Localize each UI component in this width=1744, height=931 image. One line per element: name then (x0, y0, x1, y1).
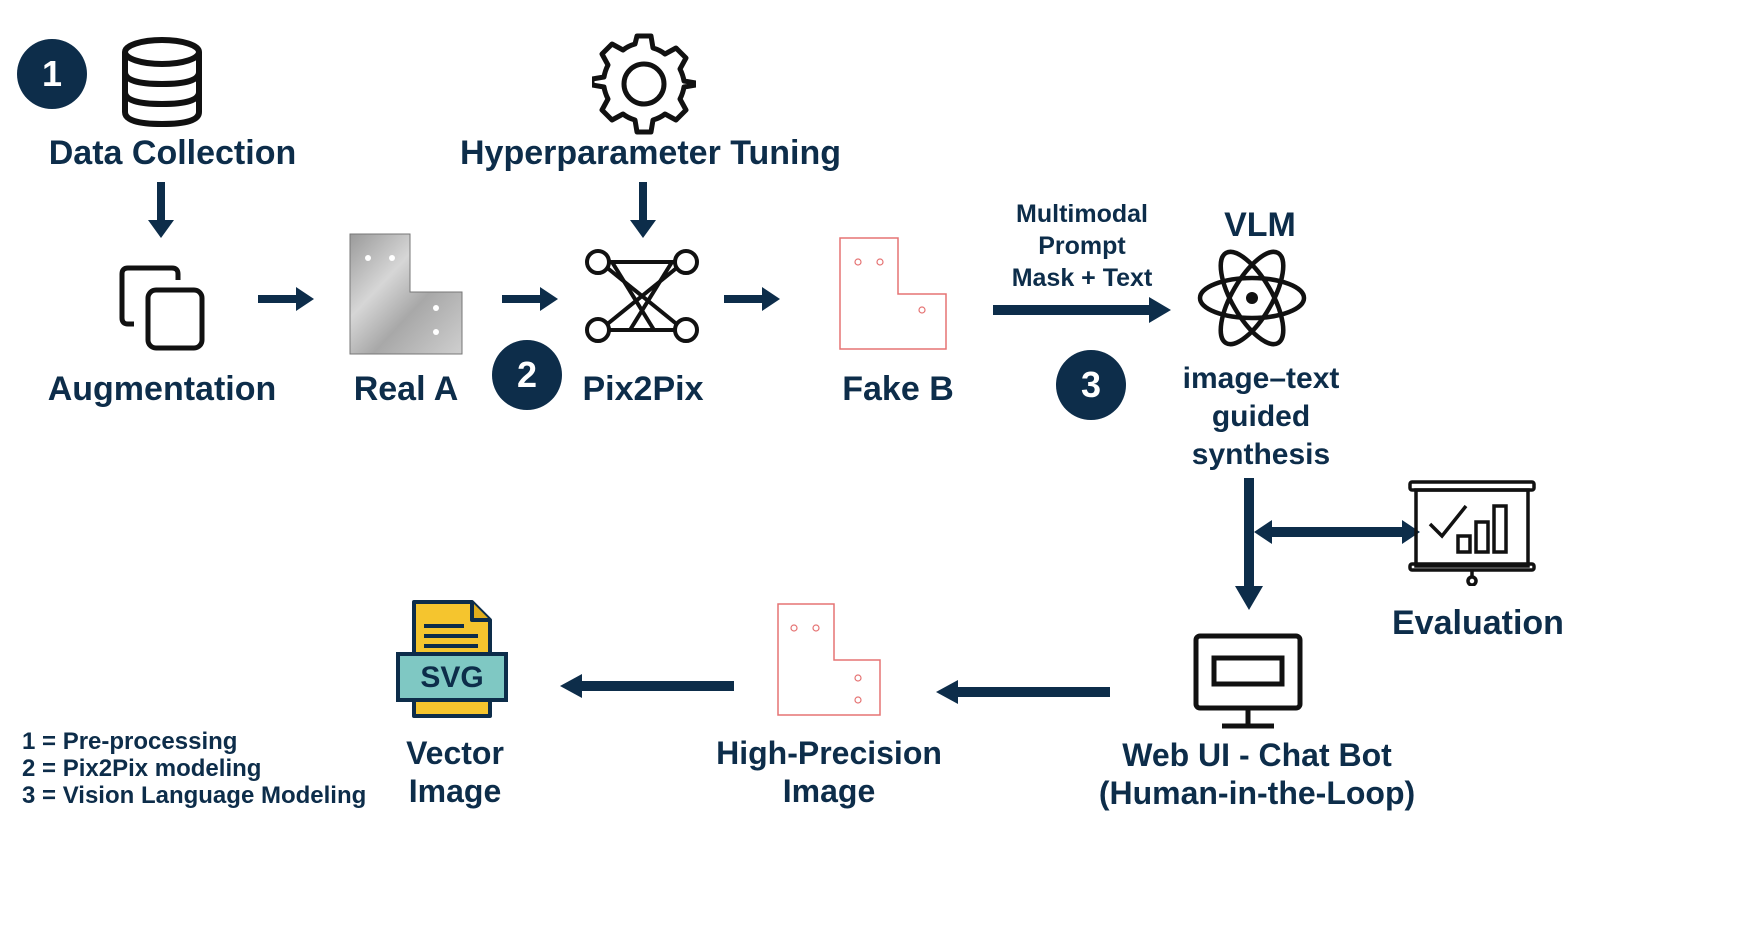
real-a-image (349, 233, 463, 355)
fake-b-label: Fake B (842, 370, 954, 408)
multimodal-prompt-label: Multimodal Prompt Mask + Text (984, 198, 1180, 294)
arrow-tuning-to-pix2pix (630, 182, 656, 238)
arrow-webui-to-high-precision (936, 680, 1110, 704)
arrow-real-a-to-pix2pix (502, 287, 558, 311)
svg-file-body-icon (396, 600, 508, 718)
prompt-line-1: Multimodal (1016, 200, 1148, 228)
high-precision-image (777, 603, 881, 716)
presentation-chart-icon (1408, 480, 1536, 586)
svg-file-text: SVG (420, 661, 484, 694)
vector-image-label: Vector Image (380, 734, 530, 810)
fake-b-image (839, 237, 947, 350)
webui-label: Web UI - Chat Bot (Human-in-the-Loop) (1092, 736, 1422, 812)
evaluation-label: Evaluation (1392, 604, 1564, 642)
step-badge-2: 2 (492, 340, 562, 410)
vector-line-2: Image (408, 773, 502, 809)
synthesis-label: image–text guided synthesis (1166, 360, 1356, 474)
step-badge-3: 3 (1056, 350, 1126, 420)
arrow-collection-to-augmentation (148, 182, 174, 238)
arrow-vlm-to-webui (1235, 478, 1263, 610)
legend-item-1: 1 = Pre-processing (22, 728, 238, 755)
step-badge-1: 1 (17, 39, 87, 109)
prompt-line-3: Mask + Text (1011, 264, 1153, 292)
pix2pix-label: Pix2Pix (582, 370, 704, 408)
atom-icon (1197, 249, 1307, 347)
neural-network-icon (585, 249, 699, 343)
arrow-fake-b-to-vlm (993, 297, 1171, 323)
synthesis-line-2: guided (1211, 400, 1311, 433)
synthesis-line-1: image–text (1182, 362, 1340, 395)
data-collection-label: Data Collection (48, 134, 297, 172)
monitor-icon (1193, 633, 1303, 729)
arrow-augmentation-to-real-a (258, 287, 314, 311)
augmentation-label: Augmentation (47, 370, 277, 408)
vector-line-1: Vector (406, 735, 504, 771)
svg-file-icon: SVG (392, 596, 510, 720)
copy-icon (119, 265, 205, 351)
high-precision-label: High-Precision Image (712, 734, 946, 810)
gear-icon (592, 33, 696, 135)
webui-line-2: (Human-in-the-Loop) (1098, 775, 1416, 811)
high-precision-line-2: Image (782, 773, 876, 809)
prompt-line-2: Prompt (1038, 232, 1126, 260)
legend-item-3: 3 = Vision Language Modeling (22, 782, 367, 809)
high-precision-line-1: High-Precision (716, 735, 942, 771)
webui-line-1: Web UI - Chat Bot (1122, 737, 1392, 773)
database-icon (122, 37, 202, 128)
arrow-evaluation-bidirectional (1254, 520, 1420, 544)
arrow-high-precision-to-vector (560, 674, 734, 698)
vlm-label: VLM (1224, 206, 1296, 244)
synthesis-line-3: synthesis (1191, 438, 1331, 471)
real-a-label: Real A (353, 370, 459, 408)
hyperparameter-tuning-label: Hyperparameter Tuning (460, 134, 842, 172)
legend-item-2: 2 = Pix2Pix modeling (22, 755, 262, 782)
arrow-pix2pix-to-fake-b (724, 287, 780, 311)
